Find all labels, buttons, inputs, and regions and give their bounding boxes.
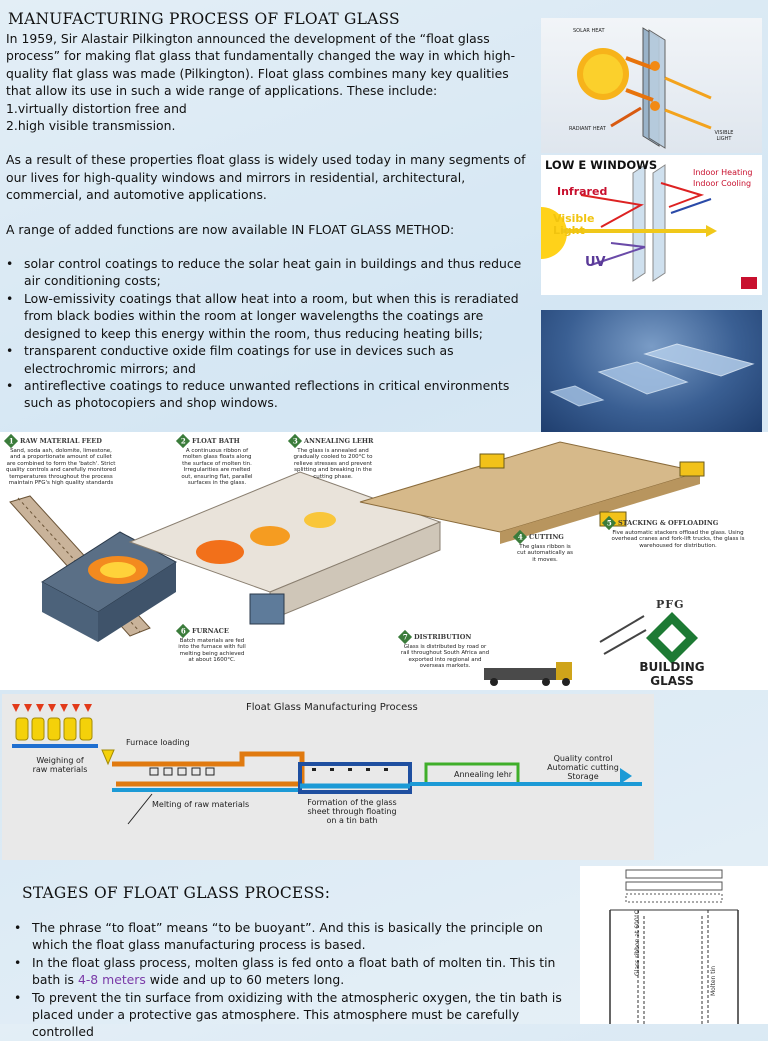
low-e-windows-image: LOW E WINDOWS Infrared Visible Light UV …: [541, 155, 762, 295]
pfg-logo-text: PFG: [656, 598, 685, 611]
glass-panes-photo: [541, 310, 762, 432]
step-title: FURNACE: [192, 627, 229, 635]
stages-body: The phrase “to float” means “to be buoya…: [14, 919, 572, 1041]
quality-item: 1.virtually distortion free and: [6, 100, 187, 116]
list-item: The phrase “to float” means “to be buoya…: [14, 919, 572, 954]
functions-list: solar control coatings to reduce the sol…: [6, 255, 534, 412]
step-number-badge: 5: [601, 515, 617, 531]
functions-heading: A range of added functions are now avail…: [6, 221, 455, 237]
tin-bath-drawing: [609, 869, 739, 1024]
step-title: DISTRIBUTION: [414, 633, 472, 641]
highlight-dimension: 4-8 meters: [77, 972, 146, 988]
step-text: Five automatic stackers offload the glas…: [611, 530, 745, 549]
step-title: RAW MATERIAL FEED: [20, 437, 102, 445]
furnace-loading-label: Furnace loading: [126, 738, 190, 747]
glass-ribbon-label: Glass ribbon at 600°C: [634, 910, 641, 976]
solar-heat-label: SOLAR HEAT: [573, 28, 605, 34]
weighing-label: Weighing of raw materials: [32, 756, 88, 774]
bullet2-text-end: wide and up to 60 meters long.: [145, 972, 345, 988]
low-e-title: LOW E WINDOWS: [545, 158, 658, 172]
annealing-label: Annealing lehr: [454, 770, 513, 779]
section-title: MANUFACTURING PROCESS OF FLOAT GLASS: [8, 10, 400, 28]
uses-paragraph: As a result of these properties float gl…: [6, 152, 526, 203]
step-text: The glass ribbon is cut automatically as…: [517, 544, 573, 563]
list-item: solar control coatings to reduce the sol…: [6, 255, 534, 290]
step-text: Batch materials are fed into the furnace…: [178, 638, 246, 664]
step-title: CUTTING: [529, 533, 564, 541]
step-title: ANNEALING LEHR: [304, 437, 374, 445]
step-number-badge: 7: [397, 629, 413, 645]
intro-paragraph: In 1959, Sir Alastair Pilkington announc…: [6, 31, 516, 99]
uv-label: UV: [585, 255, 606, 270]
step-text: The glass is annealed and gradually cool…: [293, 448, 373, 480]
infrared-label: Infrared: [557, 185, 608, 198]
radiant-heat-label: RADIANT HEAT: [569, 126, 606, 132]
step-title: FLOAT BATH: [192, 437, 240, 445]
solar-heat-image: SOLAR HEAT RADIANT HEAT VISIBLE LIGHT: [541, 18, 762, 153]
indoor-cooling-label: Indoor Cooling: [693, 179, 752, 188]
list-item: In the float glass process, molten glass…: [14, 954, 572, 989]
step-title: STACKING & OFFLOADING: [618, 519, 719, 527]
step-text: Glass is distributed by road or rail thr…: [400, 644, 490, 670]
step-text: A continuous ribbon of molten glass floa…: [181, 448, 253, 487]
list-item: To prevent the tin surface from oxidizin…: [14, 989, 572, 1041]
visible-light-label: Visible Light: [553, 212, 595, 237]
step-number-badge: 3: [287, 433, 303, 449]
visible-light-label: VISIBLE LIGHT: [714, 130, 734, 143]
quality-control-label: Quality control Automatic cutting Storag…: [547, 754, 619, 781]
indoor-heating-label: Indoor Heating: [693, 168, 753, 177]
formation-label: Formation of the glass sheet through flo…: [307, 798, 397, 825]
step-number-badge: 2: [175, 433, 191, 449]
step-text: Sand, soda ash, dolomite, limestone, and…: [6, 448, 117, 487]
list-item: antireflective coatings to reduce unwant…: [6, 377, 534, 412]
glass-panes-illustration: [549, 343, 755, 407]
step-number-badge: 6: [175, 623, 191, 639]
stages-list: The phrase “to float” means “to be buoya…: [14, 919, 572, 1041]
melting-label: Melting of raw materials: [152, 800, 250, 809]
diagram-title: Float Glass Manufacturing Process: [246, 702, 418, 713]
tin-bath-schematic: Glass ribbon at 600°C Molten tin: [580, 866, 768, 1024]
building-glass-text: BUILDING GLASS: [639, 660, 705, 688]
plant-drawing: [9, 441, 705, 686]
bullet2-text-start: In the float glass process, molten glass…: [32, 954, 556, 988]
float-glass-diagram: Float Glass Manufacturing Process Furnac…: [2, 694, 654, 860]
diagram-drawing: [12, 704, 642, 825]
list-item: Low-emissivity coatings that allow heat …: [6, 290, 534, 342]
low-e-illustration: [541, 164, 757, 289]
quality-item: 2.high visible transmission.: [6, 118, 176, 134]
stages-title: STAGES OF FLOAT GLASS PROCESS:: [22, 884, 331, 902]
solar-heat-illustration: [577, 27, 712, 149]
step-number-badge: 4: [512, 529, 528, 545]
list-item: transparent conductive oxide film coatin…: [6, 342, 534, 377]
molten-tin-label: Molten tin: [710, 965, 717, 996]
section1-body: In 1959, Sir Alastair Pilkington announc…: [6, 30, 534, 412]
step-number-badge: 1: [3, 433, 19, 449]
